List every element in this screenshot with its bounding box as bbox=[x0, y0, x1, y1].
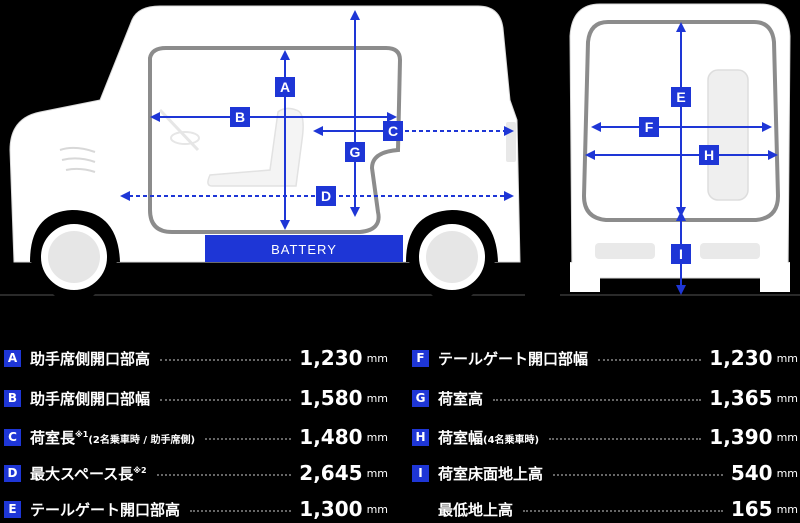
spec-unit: mm bbox=[776, 430, 798, 444]
marker-i: I bbox=[679, 246, 683, 262]
marker-g: G bbox=[350, 144, 361, 160]
spec-badge: I bbox=[412, 464, 429, 482]
spec-unit: mm bbox=[776, 466, 798, 480]
spec-note: (4名乗車時) bbox=[483, 434, 540, 446]
leader-dots bbox=[190, 510, 292, 512]
spec-value: 1,480 bbox=[299, 425, 363, 449]
spec-value: 165 bbox=[730, 497, 773, 521]
leader-dots bbox=[553, 474, 723, 476]
marker-e: E bbox=[676, 89, 685, 105]
spec-row-i: I 荷室床面地上高 540 mm bbox=[412, 460, 798, 486]
spec-label: テールゲート開口部幅 bbox=[438, 349, 589, 368]
footnote-mark: ※1 bbox=[75, 429, 89, 439]
footnote-mark: ※2 bbox=[133, 465, 147, 475]
spec-row-ground-clearance: 最低地上高 165 mm bbox=[412, 496, 798, 522]
marker-b: B bbox=[235, 109, 245, 125]
spec-badge: A bbox=[4, 349, 21, 367]
spec-badge: H bbox=[412, 428, 429, 446]
dimension-markers: A B C D E F G H I bbox=[230, 77, 719, 264]
spec-value: 1,365 bbox=[709, 386, 773, 410]
leader-dots bbox=[160, 359, 292, 361]
spec-label: 助手席側開口部高 bbox=[30, 349, 151, 368]
spec-row-h: H 荷室幅(4名乗車時) 1,390 mm bbox=[412, 424, 798, 450]
spec-label: 最大スペース長※2 bbox=[30, 464, 147, 483]
spec-label: 助手席側開口部幅 bbox=[30, 389, 151, 408]
spec-unit: mm bbox=[366, 351, 388, 365]
spec-value: 1,230 bbox=[299, 346, 363, 370]
spec-unit: mm bbox=[776, 351, 798, 365]
spec-row-e: E テールゲート開口部高 1,300 mm bbox=[4, 496, 388, 522]
spec-value: 540 bbox=[730, 461, 773, 485]
marker-f: F bbox=[645, 119, 654, 135]
battery-label: BATTERY bbox=[271, 242, 337, 257]
spec-value: 1,580 bbox=[299, 386, 363, 410]
marker-c: C bbox=[388, 123, 398, 139]
spec-note: (2名乗車時 / 助手席側) bbox=[88, 434, 196, 446]
spec-label: 荷室幅(4名乗車時) bbox=[438, 428, 540, 447]
spec-badge: G bbox=[412, 389, 429, 407]
spec-label: テールゲート開口部高 bbox=[30, 500, 181, 519]
marker-d: D bbox=[321, 188, 331, 204]
spec-unit: mm bbox=[366, 391, 388, 405]
vehicle-diagram: BATTERY A B C D E F G H I bbox=[0, 3, 800, 296]
battery-block bbox=[205, 235, 403, 262]
spec-row-g: G 荷室高 1,365 mm bbox=[412, 385, 798, 411]
marker-a: A bbox=[280, 79, 290, 95]
spec-badge: E bbox=[4, 500, 21, 518]
spec-row-b: B 助手席側開口部幅 1,580 mm bbox=[4, 385, 388, 411]
spec-badge: C bbox=[4, 428, 21, 446]
leader-dots bbox=[598, 359, 702, 361]
spec-unit: mm bbox=[366, 502, 388, 516]
spec-badge-spacer bbox=[412, 501, 429, 518]
spec-unit: mm bbox=[366, 430, 388, 444]
spec-unit: mm bbox=[776, 502, 798, 516]
spec-value: 1,230 bbox=[709, 346, 773, 370]
leader-dots bbox=[205, 438, 292, 440]
spec-value: 1,300 bbox=[299, 497, 363, 521]
spec-row-f: F テールゲート開口部幅 1,230 mm bbox=[412, 345, 798, 371]
leader-dots bbox=[523, 510, 723, 512]
spec-row-c: C 荷室長※1(2名乗車時 / 助手席側) 1,480 mm bbox=[4, 424, 388, 450]
spec-label: 最低地上高 bbox=[438, 500, 514, 519]
spec-badge: F bbox=[412, 349, 429, 367]
marker-h: H bbox=[704, 147, 714, 163]
spec-label: 荷室長※1(2名乗車時 / 助手席側) bbox=[30, 428, 196, 447]
leader-dots bbox=[156, 474, 292, 476]
leader-dots bbox=[549, 438, 702, 440]
spec-label: 荷室床面地上高 bbox=[438, 464, 544, 483]
van-rear-view bbox=[569, 3, 791, 292]
leader-dots bbox=[493, 399, 702, 401]
spec-value: 2,645 bbox=[299, 461, 363, 485]
spec-badge: D bbox=[4, 464, 21, 482]
spec-value: 1,390 bbox=[709, 425, 773, 449]
spec-row-d: D 最大スペース長※2 2,645 mm bbox=[4, 460, 388, 486]
spec-label: 荷室高 bbox=[438, 389, 484, 408]
leader-dots bbox=[160, 399, 292, 401]
spec-badge: B bbox=[4, 389, 21, 407]
spec-unit: mm bbox=[366, 466, 388, 480]
spec-row-a: A 助手席側開口部高 1,230 mm bbox=[4, 345, 388, 371]
spec-unit: mm bbox=[776, 391, 798, 405]
